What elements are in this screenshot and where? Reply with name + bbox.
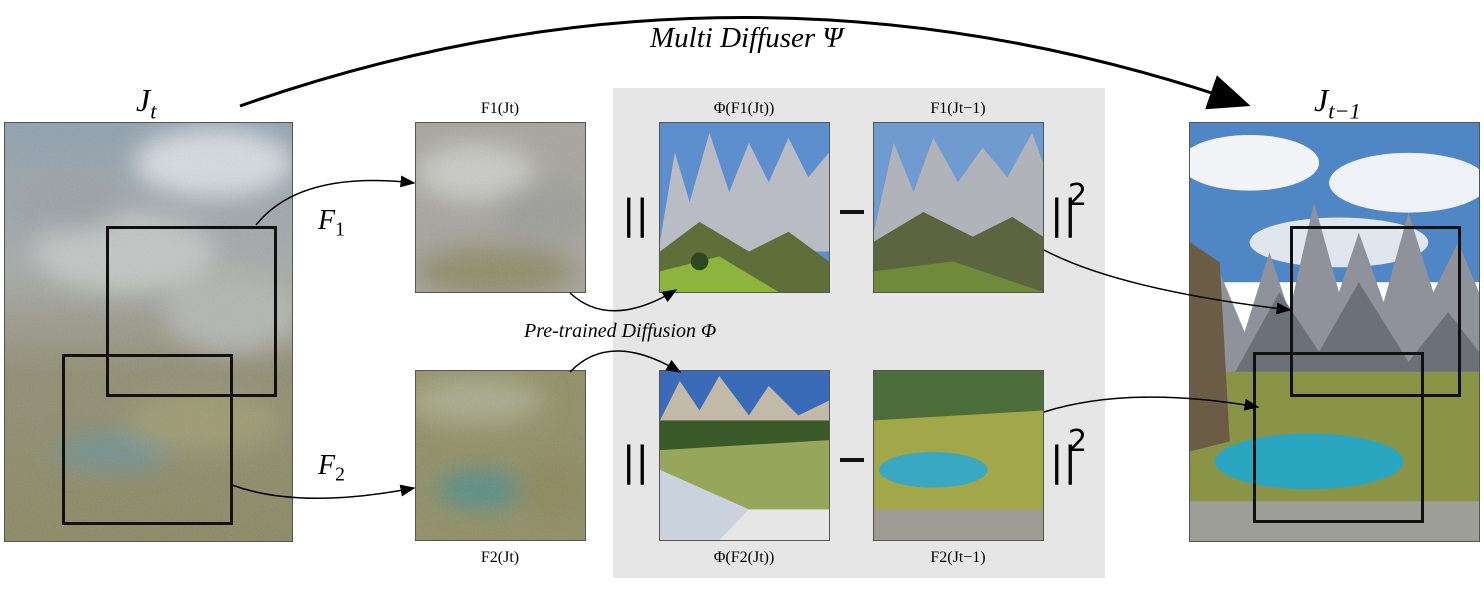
map-label-f1: F1 <box>318 205 345 241</box>
power-row1: 2 <box>1068 178 1088 213</box>
target-image-f2 <box>873 370 1044 541</box>
target-caption-f2: F2(Jt−1) <box>930 549 986 566</box>
map-label-f2: F2 <box>318 450 345 486</box>
crop-caption-f1: F1(Jt) <box>480 100 520 117</box>
output-label: Jt−1 <box>1314 82 1361 124</box>
multi-diffuser-title: Multi Diffuser Ψ <box>650 22 843 54</box>
input-label: Jt <box>136 82 157 124</box>
window-box-f2-output <box>1253 352 1424 523</box>
crop-image-f1 <box>415 122 586 293</box>
power-row2: 2 <box>1068 424 1088 459</box>
window-box-f1-input <box>106 226 277 397</box>
norm-open-row1: || <box>622 192 649 238</box>
norm-close-row2: || <box>1050 439 1077 485</box>
input-noisy-image <box>4 122 293 542</box>
norm-close-row1: || <box>1050 192 1077 238</box>
crop-image-f2 <box>415 370 586 541</box>
crop-caption-f2: F2(Jt) <box>480 549 520 566</box>
target-caption-f1: F1(Jt−1) <box>930 100 986 117</box>
pretrained-diffusion-label: Pre-trained Diffusion Φ <box>524 320 717 342</box>
denoised-caption-f2: Φ(F2(Jt)) <box>713 549 775 566</box>
denoised-image-f1 <box>659 122 830 293</box>
minus-row2 <box>840 458 864 462</box>
target-image-f1 <box>873 122 1044 293</box>
window-box-f1-output <box>1290 226 1461 397</box>
denoised-image-f2 <box>659 370 830 541</box>
minus-row1 <box>840 210 864 214</box>
window-box-f2-input <box>62 354 233 525</box>
output-clean-image <box>1189 122 1480 542</box>
denoised-caption-f1: Φ(F1(Jt)) <box>713 100 775 117</box>
norm-open-row2: || <box>622 439 649 485</box>
